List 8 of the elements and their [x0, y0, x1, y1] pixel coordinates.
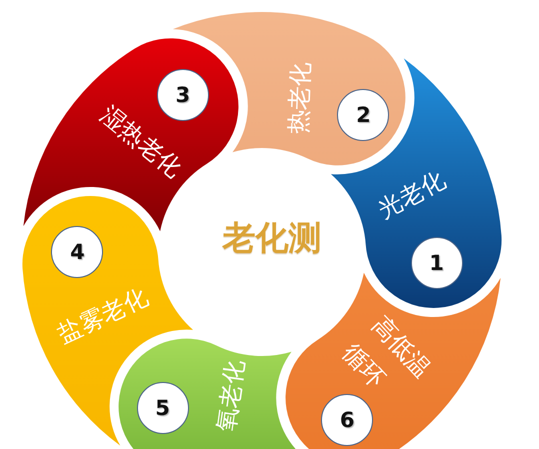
- segment-label: 高低温循环: [336, 310, 438, 395]
- segment-label: 氧老化: [212, 358, 250, 434]
- segment-label: 盐雾老化: [53, 282, 153, 350]
- segment-label: 光老化: [373, 165, 451, 225]
- petal-segment: [285, 272, 501, 449]
- center-title: 老化测: [222, 218, 322, 258]
- petal-segment: [118, 338, 296, 449]
- segment-label: 热老化: [284, 62, 316, 134]
